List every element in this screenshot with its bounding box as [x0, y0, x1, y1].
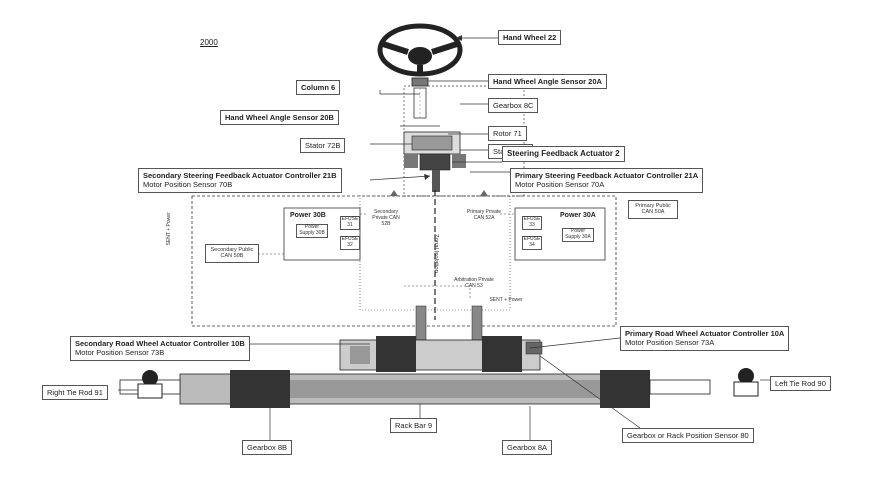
pri-rwac-sub: Motor Position Sensor 73A — [625, 338, 715, 348]
label-right-tie-rod: Right Tie Rod 91 — [42, 385, 108, 401]
steering-feedback-actuator-icon — [403, 131, 466, 192]
road-wheel-actuator-icon — [339, 336, 543, 372]
hand-wheel-icon — [377, 23, 463, 77]
power-supply-30b: Power Supply 30B — [296, 224, 328, 238]
label-hand-wheel: Hand Wheel 22 — [498, 30, 562, 46]
label-primary-sfac: Primary Steering Feedback Actuator Contr… — [510, 168, 704, 193]
power-30b-text: Power 30B — [290, 212, 326, 219]
label-rack-sensor: Gearbox or Rack Position Sensor 80 — [622, 428, 754, 444]
label-stator-72b: Stator 72B — [300, 138, 346, 154]
power-supply-30a: Power Supply 30A — [562, 228, 594, 242]
label-gearbox-8a: Gearbox 8A — [502, 440, 553, 456]
efuse-33: EFUSE 33 — [522, 216, 542, 230]
label-column: Column 6 — [296, 80, 341, 96]
column-text: Column 6 — [301, 83, 336, 92]
sfa-text: Steering Feedback Actuator 2 — [507, 149, 620, 158]
label-gearbox-8b: Gearbox 8B — [242, 440, 293, 456]
sec-sfac-sub: Motor Position Sensor 70B — [143, 180, 233, 190]
side-label: SENT + Power — [166, 212, 173, 246]
hwas-b-text: Hand Wheel Angle Sensor 20B — [225, 113, 334, 122]
label-secondary-rwac: Secondary Road Wheel Actuator Controller… — [70, 336, 250, 361]
efuse-31: EFUSE 31 — [340, 216, 360, 230]
sec-rwac-title: Secondary Road Wheel Actuator Controller… — [75, 339, 245, 348]
figure-number: 2000 — [200, 38, 218, 47]
secondary-private-can: Secondary Private CAN 52B — [372, 209, 400, 227]
secondary-public-can: Secondary Public CAN 50B — [205, 244, 259, 263]
hand-wheel-text: Hand Wheel 22 — [503, 33, 557, 42]
zonal-isolation-label: Zonal Isolation — [432, 233, 439, 273]
label-secondary-sfac: Secondary Steering Feedback Actuator Con… — [138, 168, 342, 193]
label-gearbox-8c: Gearbox 8C — [488, 98, 539, 114]
pri-sfac-title: Primary Steering Feedback Actuator Contr… — [515, 171, 699, 180]
pri-sfac-sub: Motor Position Sensor 70A — [515, 180, 605, 190]
power-30b-label: Power 30B — [290, 212, 326, 221]
label-sfa: Steering Feedback Actuator 2 — [502, 146, 625, 162]
pri-rwac-title: Primary Road Wheel Actuator Controller 1… — [625, 329, 785, 338]
sec-sfac-title: Secondary Steering Feedback Actuator Con… — [143, 171, 337, 180]
right-tie-rod-icon — [137, 370, 163, 399]
sec-rwac-sub: Motor Position Sensor 73B — [75, 348, 165, 358]
primary-private-can: Primary Private CAN 52A — [466, 209, 502, 221]
hwas-a-text: Hand Wheel Angle Sensor 20A — [493, 77, 602, 86]
label-rack-bar: Rack Bar 9 — [390, 418, 438, 434]
hwas-a-icon — [411, 77, 429, 87]
left-tie-rod-icon — [733, 368, 759, 397]
power-30a-text: Power 30A — [560, 212, 596, 219]
sent-power-label: SENT + Power — [489, 297, 523, 303]
primary-public-can: Primary Public CAN 50A — [628, 200, 678, 219]
label-left-tie-rod: Left Tie Rod 90 — [770, 376, 831, 392]
efuse-32: EFUSE 32 — [340, 236, 360, 250]
label-hwas-a: Hand Wheel Angle Sensor 20A — [488, 74, 607, 90]
label-rotor: Rotor 71 — [488, 126, 527, 142]
rack-bar-icon — [119, 370, 711, 408]
efuse-34: EFUSE 34 — [522, 236, 542, 250]
arbitration-can: Arbitration Private CAN 53 — [454, 277, 494, 289]
power-30a-label: Power 30A — [560, 212, 596, 221]
label-primary-rwac: Primary Road Wheel Actuator Controller 1… — [620, 326, 790, 351]
label-hwas-b: Hand Wheel Angle Sensor 20B — [220, 110, 339, 126]
